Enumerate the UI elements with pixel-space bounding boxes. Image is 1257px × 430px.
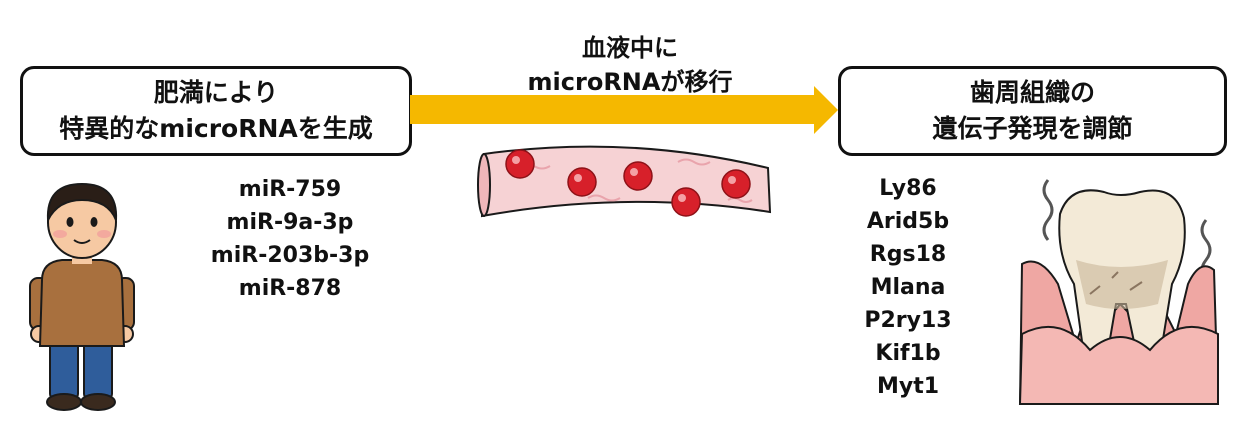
list-item: miR-9a-3p	[226, 210, 354, 235]
list-item: Myt1	[876, 374, 940, 399]
right-box-line2: 遺伝子発現を調節	[932, 114, 1133, 143]
list-item: Ly86	[879, 176, 937, 201]
gene-list: Ly86 Arid5b Rgs18 Mlana P2ry13 Kif1b Myt…	[838, 172, 978, 403]
list-item: miR-203b-3p	[210, 243, 370, 268]
list-item: Kif1b	[875, 341, 941, 366]
person-illustration-icon	[29, 182, 135, 411]
arrow-label-line1: 血液中に	[582, 34, 678, 62]
arrow-shaft	[410, 95, 816, 124]
list-item: miR-878	[238, 276, 342, 301]
left-box-line2: 特異的なmicroRNAを生成	[59, 114, 373, 143]
list-item: miR-759	[238, 177, 342, 202]
list-item: Arid5b	[866, 209, 950, 234]
right-box-line1: 歯周組織の	[969, 78, 1095, 107]
list-item: P2ry13	[864, 308, 952, 333]
mirna-list: miR-759 miR-9a-3p miR-203b-3p miR-878	[180, 173, 400, 305]
left-box-line1: 肥満により	[153, 78, 279, 107]
periodontal-tooth-illustration-icon	[1018, 179, 1220, 405]
blood-vessel-illustration-icon	[477, 145, 772, 218]
list-item: Mlana	[870, 275, 946, 300]
obesity-mirna-box: 肥満により 特異的なmicroRNAを生成	[20, 66, 412, 156]
periodontal-gene-box: 歯周組織の 遺伝子発現を調節	[838, 66, 1227, 156]
list-item: Rgs18	[869, 242, 947, 267]
arrow-label-line2: microRNAが移行	[527, 68, 733, 96]
arrow-head	[814, 86, 838, 134]
